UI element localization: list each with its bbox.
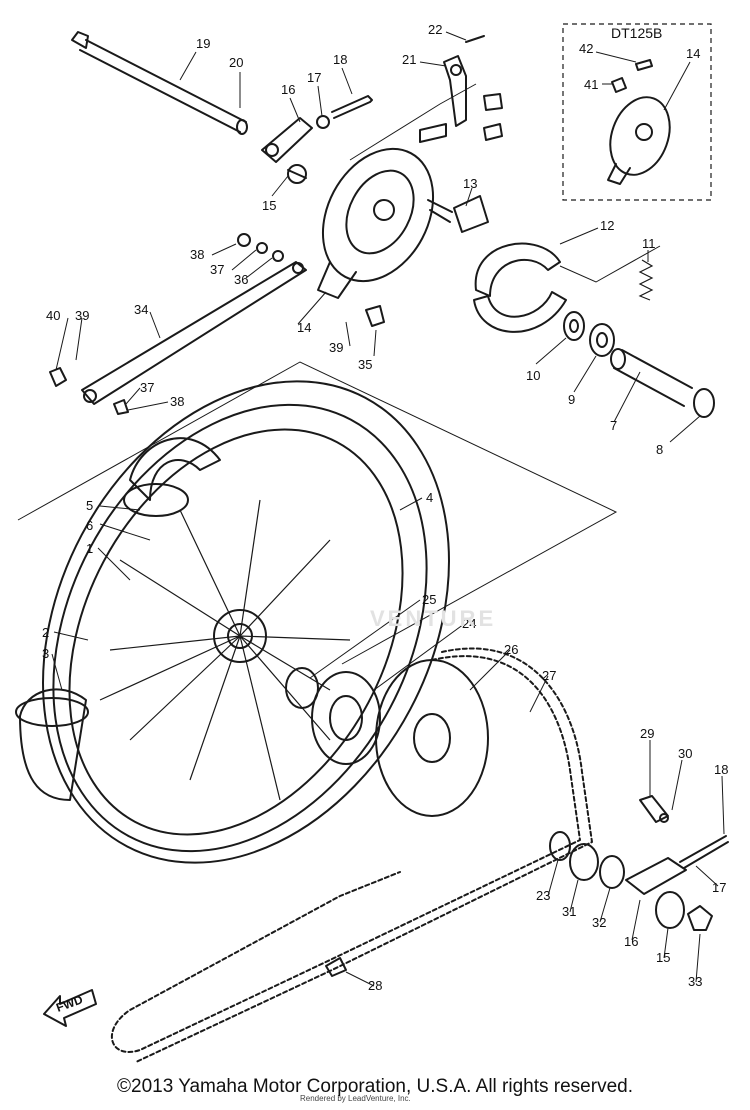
callout-10: 10 xyxy=(526,368,540,383)
callout-13: 13 xyxy=(463,176,477,191)
callout-numbers: 19 20 16 17 18 22 21 42 41 14 15 13 12 1… xyxy=(42,22,728,993)
rendered-by-note: Rendered by LeadVenture, Inc. xyxy=(300,1094,411,1103)
callout-15: 15 xyxy=(656,950,670,965)
brake-cam-lever-part xyxy=(419,35,503,143)
callout-27: 27 xyxy=(542,668,556,683)
rear-axle-part xyxy=(71,31,248,135)
callout-33: 33 xyxy=(688,974,702,989)
callout-38: 38 xyxy=(170,394,184,409)
callout-17: 17 xyxy=(712,880,726,895)
callout-32: 32 xyxy=(592,915,606,930)
callout-3: 3 xyxy=(42,646,49,661)
callout-14: 14 xyxy=(297,320,311,335)
torque-rod-part xyxy=(49,261,385,415)
callout-26: 26 xyxy=(504,642,518,657)
sprocket-assembly-part xyxy=(311,659,489,817)
callout-16: 16 xyxy=(624,934,638,949)
callout-35: 35 xyxy=(358,357,372,372)
callout-36: 36 xyxy=(234,272,248,287)
callout-15: 15 xyxy=(262,198,276,213)
callout-41: 41 xyxy=(584,77,598,92)
callout-5: 5 xyxy=(86,498,93,513)
rear-wheel-tire-part xyxy=(15,380,450,864)
callout-leader-lines xyxy=(51,31,725,987)
wheel-hub-spokes-part xyxy=(99,499,351,801)
callout-12: 12 xyxy=(600,218,614,233)
callout-18: 18 xyxy=(714,762,728,777)
callout-11: 11 xyxy=(642,236,656,251)
callout-42: 42 xyxy=(579,41,593,56)
callout-39: 39 xyxy=(75,308,89,323)
callout-17: 17 xyxy=(307,70,321,85)
callout-38: 38 xyxy=(190,247,204,262)
callout-37: 37 xyxy=(140,380,154,395)
callout-39: 39 xyxy=(329,340,343,355)
spring-part xyxy=(638,259,654,301)
chain-adjuster-top-part xyxy=(261,95,373,184)
callout-14-inset: 14 xyxy=(686,46,700,61)
callout-4: 4 xyxy=(426,490,433,505)
drive-chain-part xyxy=(110,647,593,1063)
callout-34: 34 xyxy=(134,302,148,317)
callout-20: 20 xyxy=(229,55,243,70)
assembly-guide-lines xyxy=(17,83,661,665)
callout-28: 28 xyxy=(368,978,382,993)
nuts-washers-part xyxy=(237,233,284,262)
callout-21: 21 xyxy=(402,52,416,67)
callout-30: 30 xyxy=(678,746,692,761)
callout-6: 6 xyxy=(86,518,93,533)
callout-9: 9 xyxy=(568,392,575,407)
callout-29: 29 xyxy=(640,726,654,741)
watermark-text: VENTURE xyxy=(370,606,497,631)
copyright-notice: ©2013 Yamaha Motor Corporation, U.S.A. A… xyxy=(117,1076,633,1097)
callout-19: 19 xyxy=(196,36,210,51)
callout-31: 31 xyxy=(562,904,576,919)
forward-direction-arrow: FWD xyxy=(43,989,97,1027)
callout-18: 18 xyxy=(333,52,347,67)
callout-23: 23 xyxy=(536,888,550,903)
brake-shoes-part xyxy=(473,242,567,333)
callout-37: 37 xyxy=(210,262,224,277)
callout-1: 1 xyxy=(86,541,93,556)
callout-8: 8 xyxy=(656,442,663,457)
bearing-spacer-part xyxy=(563,311,715,418)
callout-24: 24 xyxy=(462,616,476,631)
callout-7: 7 xyxy=(610,418,617,433)
callout-40: 40 xyxy=(46,308,60,323)
callout-16: 16 xyxy=(281,82,295,97)
callout-2: 2 xyxy=(42,625,49,640)
callout-22: 22 xyxy=(428,22,442,37)
inset-title: DT125B xyxy=(611,25,662,41)
brake-shoe-plate-part xyxy=(317,147,489,299)
inset-brake-plate-part xyxy=(607,59,671,185)
chain-adjuster-bottom-part xyxy=(325,795,729,977)
dt125b-inset-frame xyxy=(562,23,712,201)
callout-25: 25 xyxy=(422,592,436,607)
